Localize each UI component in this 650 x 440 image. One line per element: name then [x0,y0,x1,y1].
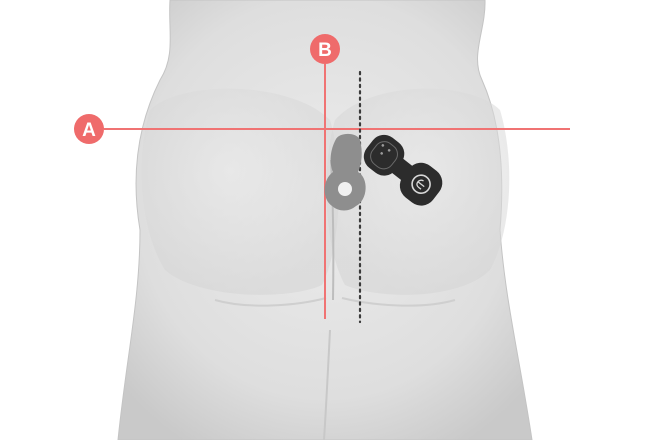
electrode-patch [363,134,443,206]
marker-a-label: A [82,120,96,141]
lower-crease [214,297,456,307]
leg-gap [323,329,331,440]
power-button-icon [411,174,431,194]
marker-b-label: B [318,40,332,61]
marker-a: A [74,114,104,144]
dot-icon [381,144,385,147]
placement-outline [324,133,366,211]
left-buttock [141,88,339,295]
marker-b: B [310,34,340,64]
